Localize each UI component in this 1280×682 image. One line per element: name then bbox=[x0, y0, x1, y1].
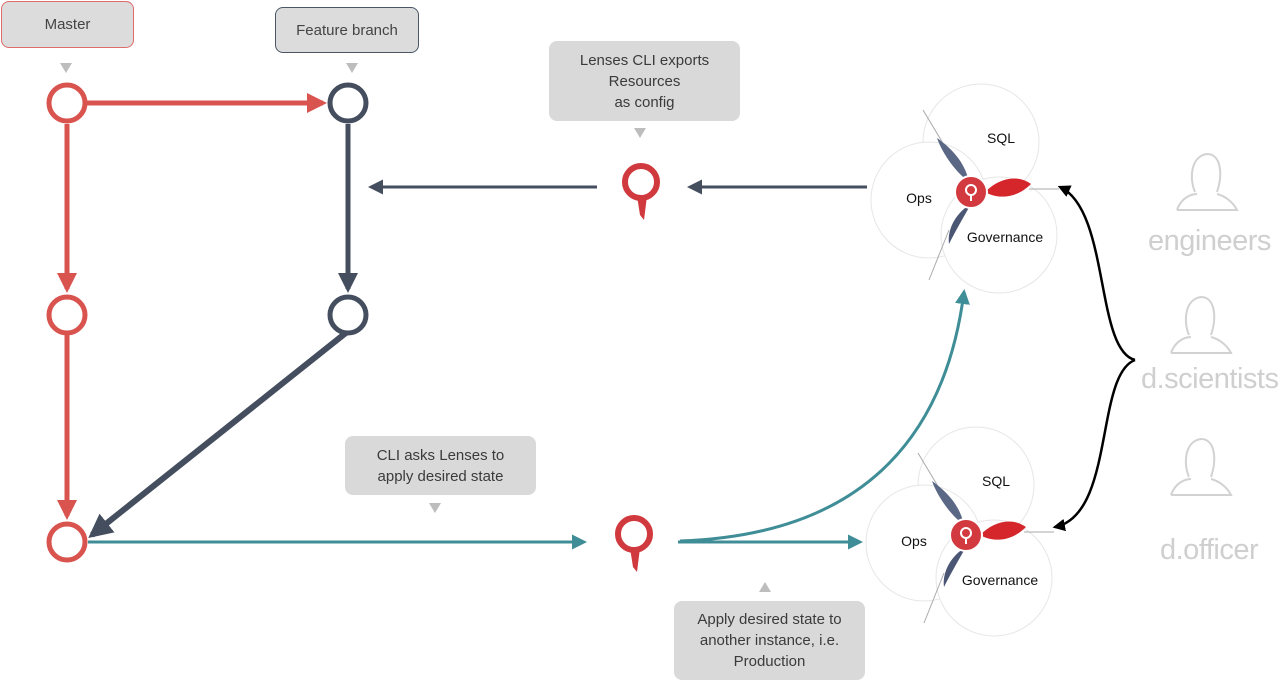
apply-production-note: Apply desired state to another instance,… bbox=[674, 601, 865, 680]
apply-pointer bbox=[759, 582, 771, 592]
cli-pointer bbox=[429, 503, 441, 513]
wheel-ops-label: Ops bbox=[906, 190, 932, 206]
master-pointer bbox=[60, 63, 72, 73]
lenses-instance-wheel-top: SQL Ops Governance bbox=[870, 83, 1059, 294]
brace-arrow-to-bottom-instance bbox=[1052, 358, 1136, 532]
wheel-governance-label: Governance bbox=[967, 229, 1043, 245]
lenses-mini-icon bbox=[965, 184, 977, 201]
merge-arrow bbox=[88, 329, 349, 538]
feature-pointer bbox=[346, 63, 358, 73]
lenses-instance-wheel-bottom: SQL Ops Governance bbox=[865, 426, 1054, 637]
wheel-governance-label: Governance bbox=[962, 572, 1038, 588]
export-pointer bbox=[634, 128, 646, 138]
wheel-sql-label: SQL bbox=[987, 130, 1015, 146]
master-branch-tag: Master bbox=[1, 1, 134, 48]
brace-arrow-to-top-instance bbox=[1057, 185, 1136, 362]
persona-officer-label: d.officer bbox=[1160, 534, 1259, 566]
cli-apply-note: CLI asks Lenses to apply desired state bbox=[345, 436, 536, 495]
lenses-mini-icon bbox=[960, 527, 972, 544]
lenses-logo-icon bbox=[615, 515, 653, 572]
user-silhouette-icon bbox=[1176, 152, 1239, 211]
feature-branch-tag: Feature branch bbox=[275, 7, 419, 53]
master-commit-node-1 bbox=[46, 82, 88, 124]
wheel-ops-label: Ops bbox=[901, 533, 927, 549]
wheel-sql-label: SQL bbox=[982, 473, 1010, 489]
user-silhouette-icon bbox=[1170, 437, 1233, 496]
feature-commit-node-2 bbox=[327, 294, 369, 336]
export-note: Lenses CLI exports Resources as config bbox=[549, 41, 740, 121]
feature-commit-node-1 bbox=[327, 82, 369, 124]
persona-engineers-label: engineers bbox=[1148, 225, 1271, 257]
master-commit-node-3 bbox=[46, 521, 88, 563]
master-commit-node-2 bbox=[46, 294, 88, 336]
user-silhouette-icon bbox=[1170, 295, 1233, 354]
lenses-logo-icon bbox=[622, 163, 660, 220]
persona-scientists-label: d.scientists bbox=[1141, 363, 1279, 395]
apply-curve-to-top-instance bbox=[679, 289, 970, 543]
